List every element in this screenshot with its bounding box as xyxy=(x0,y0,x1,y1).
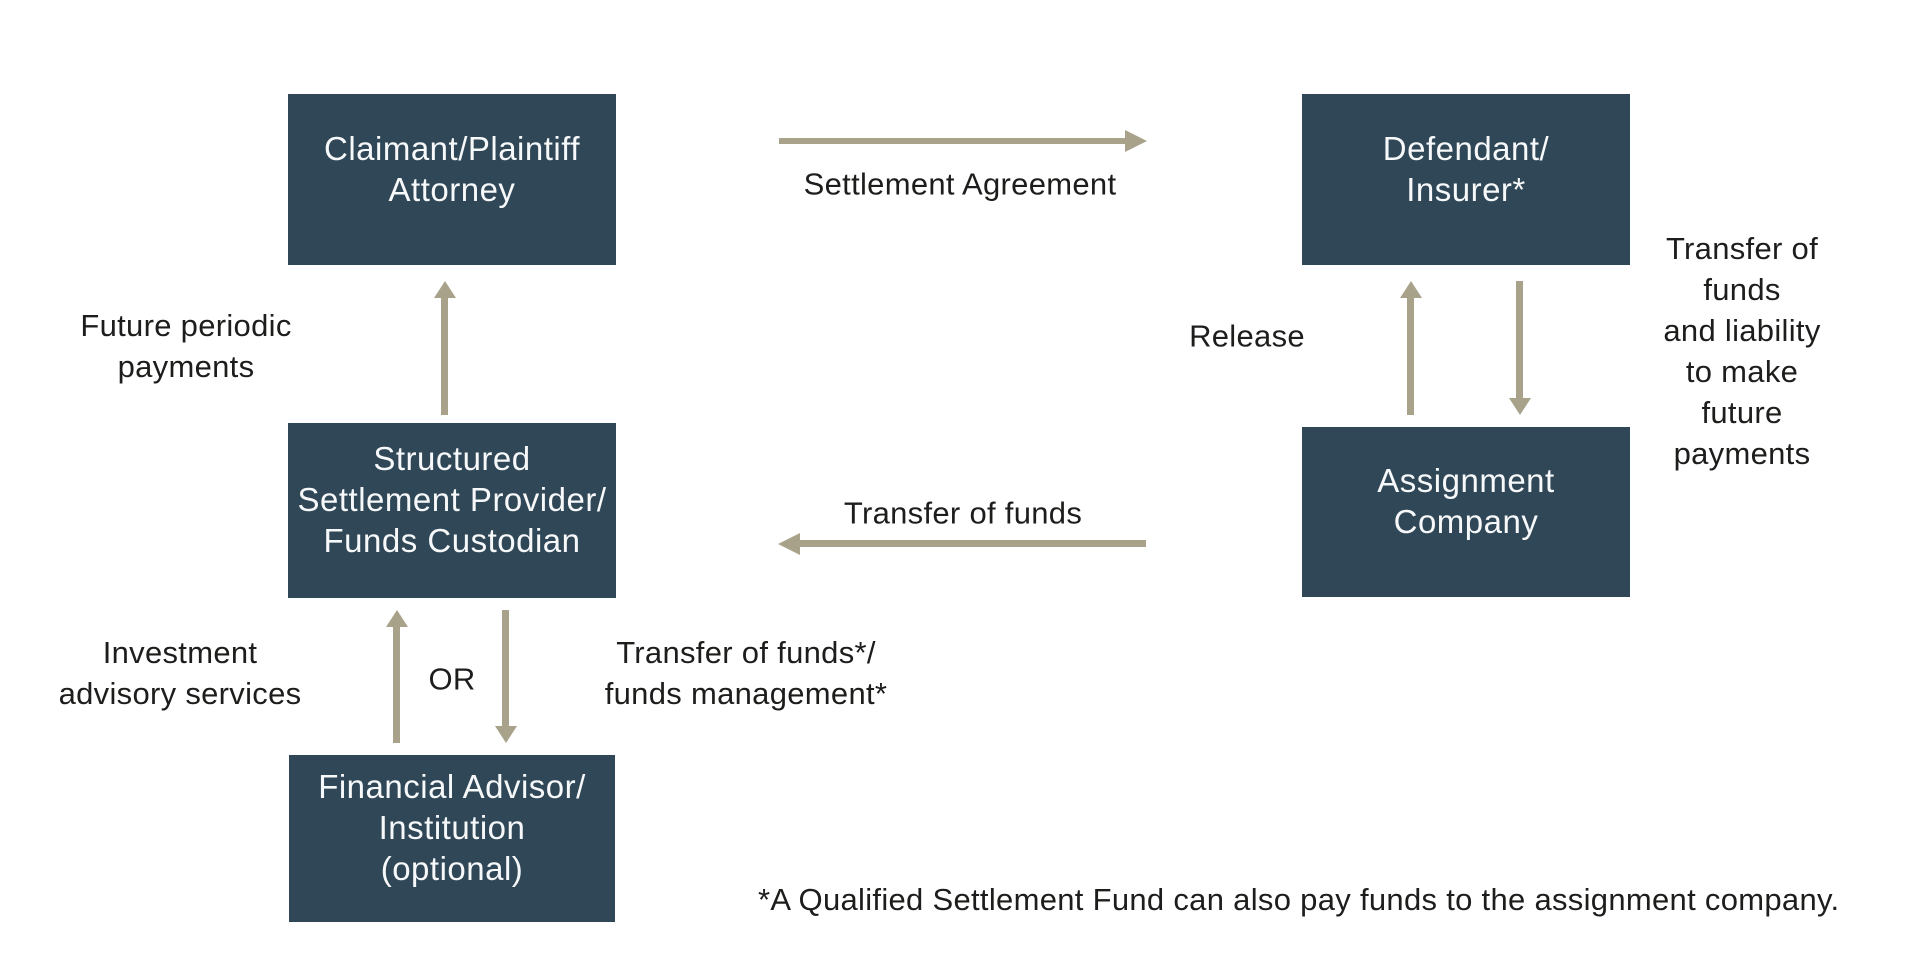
arrow-head-left-icon xyxy=(778,533,800,555)
claimant-plaintiff-attorney-box: Claimant/Plaintiff Attorney xyxy=(288,94,616,265)
arrow-shaft xyxy=(502,610,509,727)
arrow-shaft xyxy=(779,138,1125,144)
arrow-head-up-icon xyxy=(434,281,456,298)
settlement-agreement-label: Settlement Agreement xyxy=(803,166,1117,202)
arrow-shaft xyxy=(800,540,1146,547)
arrow-head-down-icon xyxy=(495,726,517,743)
or-label: OR xyxy=(428,661,476,697)
transfer-funds-liability-label: Transfer of funds and liability to make … xyxy=(1663,231,1821,471)
arrow-shaft xyxy=(1407,297,1414,415)
financial-advisor-box: Financial Advisor/ Institution (optional… xyxy=(289,755,615,922)
arrow-shaft xyxy=(441,297,448,415)
defendant-insurer-box: Defendant/ Insurer* xyxy=(1302,94,1630,265)
qualified-settlement-fund-footnote: *A Qualified Settlement Fund can also pa… xyxy=(758,882,1840,917)
arrow-shaft xyxy=(393,626,400,743)
arrow-head-down-icon xyxy=(1509,398,1531,415)
future-periodic-payments-label: Future periodic payments xyxy=(80,308,292,384)
transfer-of-funds-label: Transfer of funds xyxy=(843,495,1083,531)
investment-advisory-label: Investment advisory services xyxy=(58,635,302,711)
assignment-company-box: Assignment Company xyxy=(1302,427,1630,597)
arrow-head-right-icon xyxy=(1125,130,1147,152)
release-label: Release xyxy=(1189,318,1305,354)
transfer-funds-management-label: Transfer of funds*/ funds management* xyxy=(604,635,888,711)
arrow-head-up-icon xyxy=(1400,281,1422,298)
arrow-shaft xyxy=(1516,281,1523,399)
arrow-head-up-icon xyxy=(386,610,408,627)
structured-settlement-provider-box: Structured Settlement Provider/ Funds Cu… xyxy=(288,423,616,598)
